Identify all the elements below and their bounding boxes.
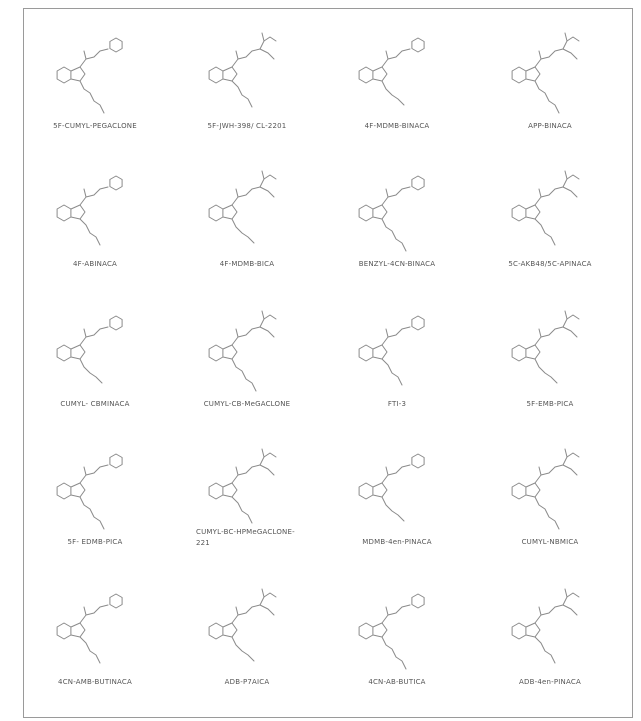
compound-structure-drawing [511,310,580,384]
molecule-structure [208,448,277,524]
compound-cell: BENZYL-4CN-BINACA [326,151,468,277]
compound-cell: FTI-3 [326,291,468,417]
molecule-structure [56,37,123,114]
compound-structure-drawing [56,37,123,114]
compound-structure-drawing [358,593,425,670]
molecule-structure [511,32,580,114]
compound-structure-drawing [358,315,425,386]
compound-cell: 5F- EDMB-PICA [24,429,166,555]
molecule-structure [358,453,425,522]
molecule-structure [208,588,277,662]
compound-structure-drawing [511,170,580,246]
compound-cell: 5F-CUMYL-PEGACLONE [24,13,166,139]
compound-label: MDMB-4en-PINACA [362,538,432,546]
compound-structure-drawing [358,453,425,522]
compound-cell: APP-BINACA [479,13,621,139]
compound-label: CUMYL- CBMINACA [60,400,130,408]
compound-label: 5F-CUMYL-PEGACLONE [53,122,137,130]
compound-structure-drawing [511,588,580,664]
molecule-structure [208,310,277,392]
compound-structure-drawing [56,593,123,664]
compound-label: APP-BINACA [528,122,572,130]
molecule-structure [511,310,580,384]
compound-cell: CUMYL-CB-MeGACLONE [176,291,318,417]
compound-structure-drawing [208,448,277,524]
molecule-structure [358,315,425,386]
molecule-structure [511,588,580,664]
compound-structure-drawing [56,315,123,384]
compound-cell: ADB-P7AICA [176,569,318,695]
compound-cell: 4CN-AB-BUTICA [326,569,468,695]
molecule-structure [511,448,580,530]
compound-structure-drawing [358,37,425,106]
molecule-structure [56,593,123,664]
compound-cell: CUMYL- CBMINACA [24,291,166,417]
compound-label: 5F-EMB-PICA [526,400,574,408]
compound-label: 4F-MDMB-BICA [219,260,275,268]
compound-structure-drawing [208,170,277,244]
compound-structure-drawing [208,310,277,392]
compound-label: BENZYL-4CN-BINACA [358,260,436,268]
compound-structure-drawing [56,175,123,246]
molecule-structure [208,170,277,244]
compound-structure-drawing [511,448,580,530]
compound-label: 4F-ABINACA [72,260,118,268]
compound-label: CUMYL-BC-HPMeGACLONE-221 [196,528,295,547]
molecule-structure [56,315,123,384]
compound-structure-drawing [358,175,425,252]
compound-label: 5C-AKB48/5C-APINACA [508,260,592,268]
compound-cell: MDMB-4en-PINACA [326,429,468,555]
molecule-structure [358,37,425,106]
compound-structure-drawing [56,453,123,530]
compound-structure-drawing [208,32,277,108]
molecule-structure [56,453,123,530]
compound-label: 4F-MDMB-BINACA [364,122,430,130]
compound-cell: 5F-EMB-PICA [479,291,621,417]
molecule-structure [511,170,580,246]
compound-label: 4CN-AMB-BUTINACA [58,678,132,686]
compound-cell: 4F-MDMB-BINACA [326,13,468,139]
compound-label: ADB-P7AICA [224,678,270,686]
molecule-structure [358,175,425,252]
structure-sheet: 5F-CUMYL-PEGACLONE 5F-JWH-398/ CL-2201 4F-… [23,8,633,718]
compound-structure-drawing [208,588,277,662]
compound-cell: ADB-4en-PINACA [479,569,621,695]
compound-cell: 5C-AKB48/5C-APINACA [479,151,621,277]
compound-cell: 4F-MDMB-BICA [176,151,318,277]
compound-label: FTI-3 [387,400,407,408]
compound-cell: 4F-ABINACA [24,151,166,277]
compound-label: ADB-4en-PINACA [519,678,581,686]
molecule-structure [56,175,123,246]
compound-label: CUMYL-NBMICA [521,538,579,546]
molecule-structure [358,593,425,670]
compound-label: 5F-JWH-398/ CL-2201 [207,122,287,130]
molecule-structure [208,32,277,108]
compound-cell: 5F-JWH-398/ CL-2201 [176,13,318,139]
compound-cell: CUMYL-BC-HPMeGACLONE-221 [176,429,318,555]
compound-label: CUMYL-CB-MeGACLONE [203,400,291,408]
compound-label: 5F- EDMB-PICA [67,538,123,546]
compound-cell: 4CN-AMB-BUTINACA [24,569,166,695]
compound-cell: CUMYL-NBMICA [479,429,621,555]
compound-structure-drawing [511,32,580,114]
compound-label: 4CN-AB-BUTICA [368,678,426,686]
